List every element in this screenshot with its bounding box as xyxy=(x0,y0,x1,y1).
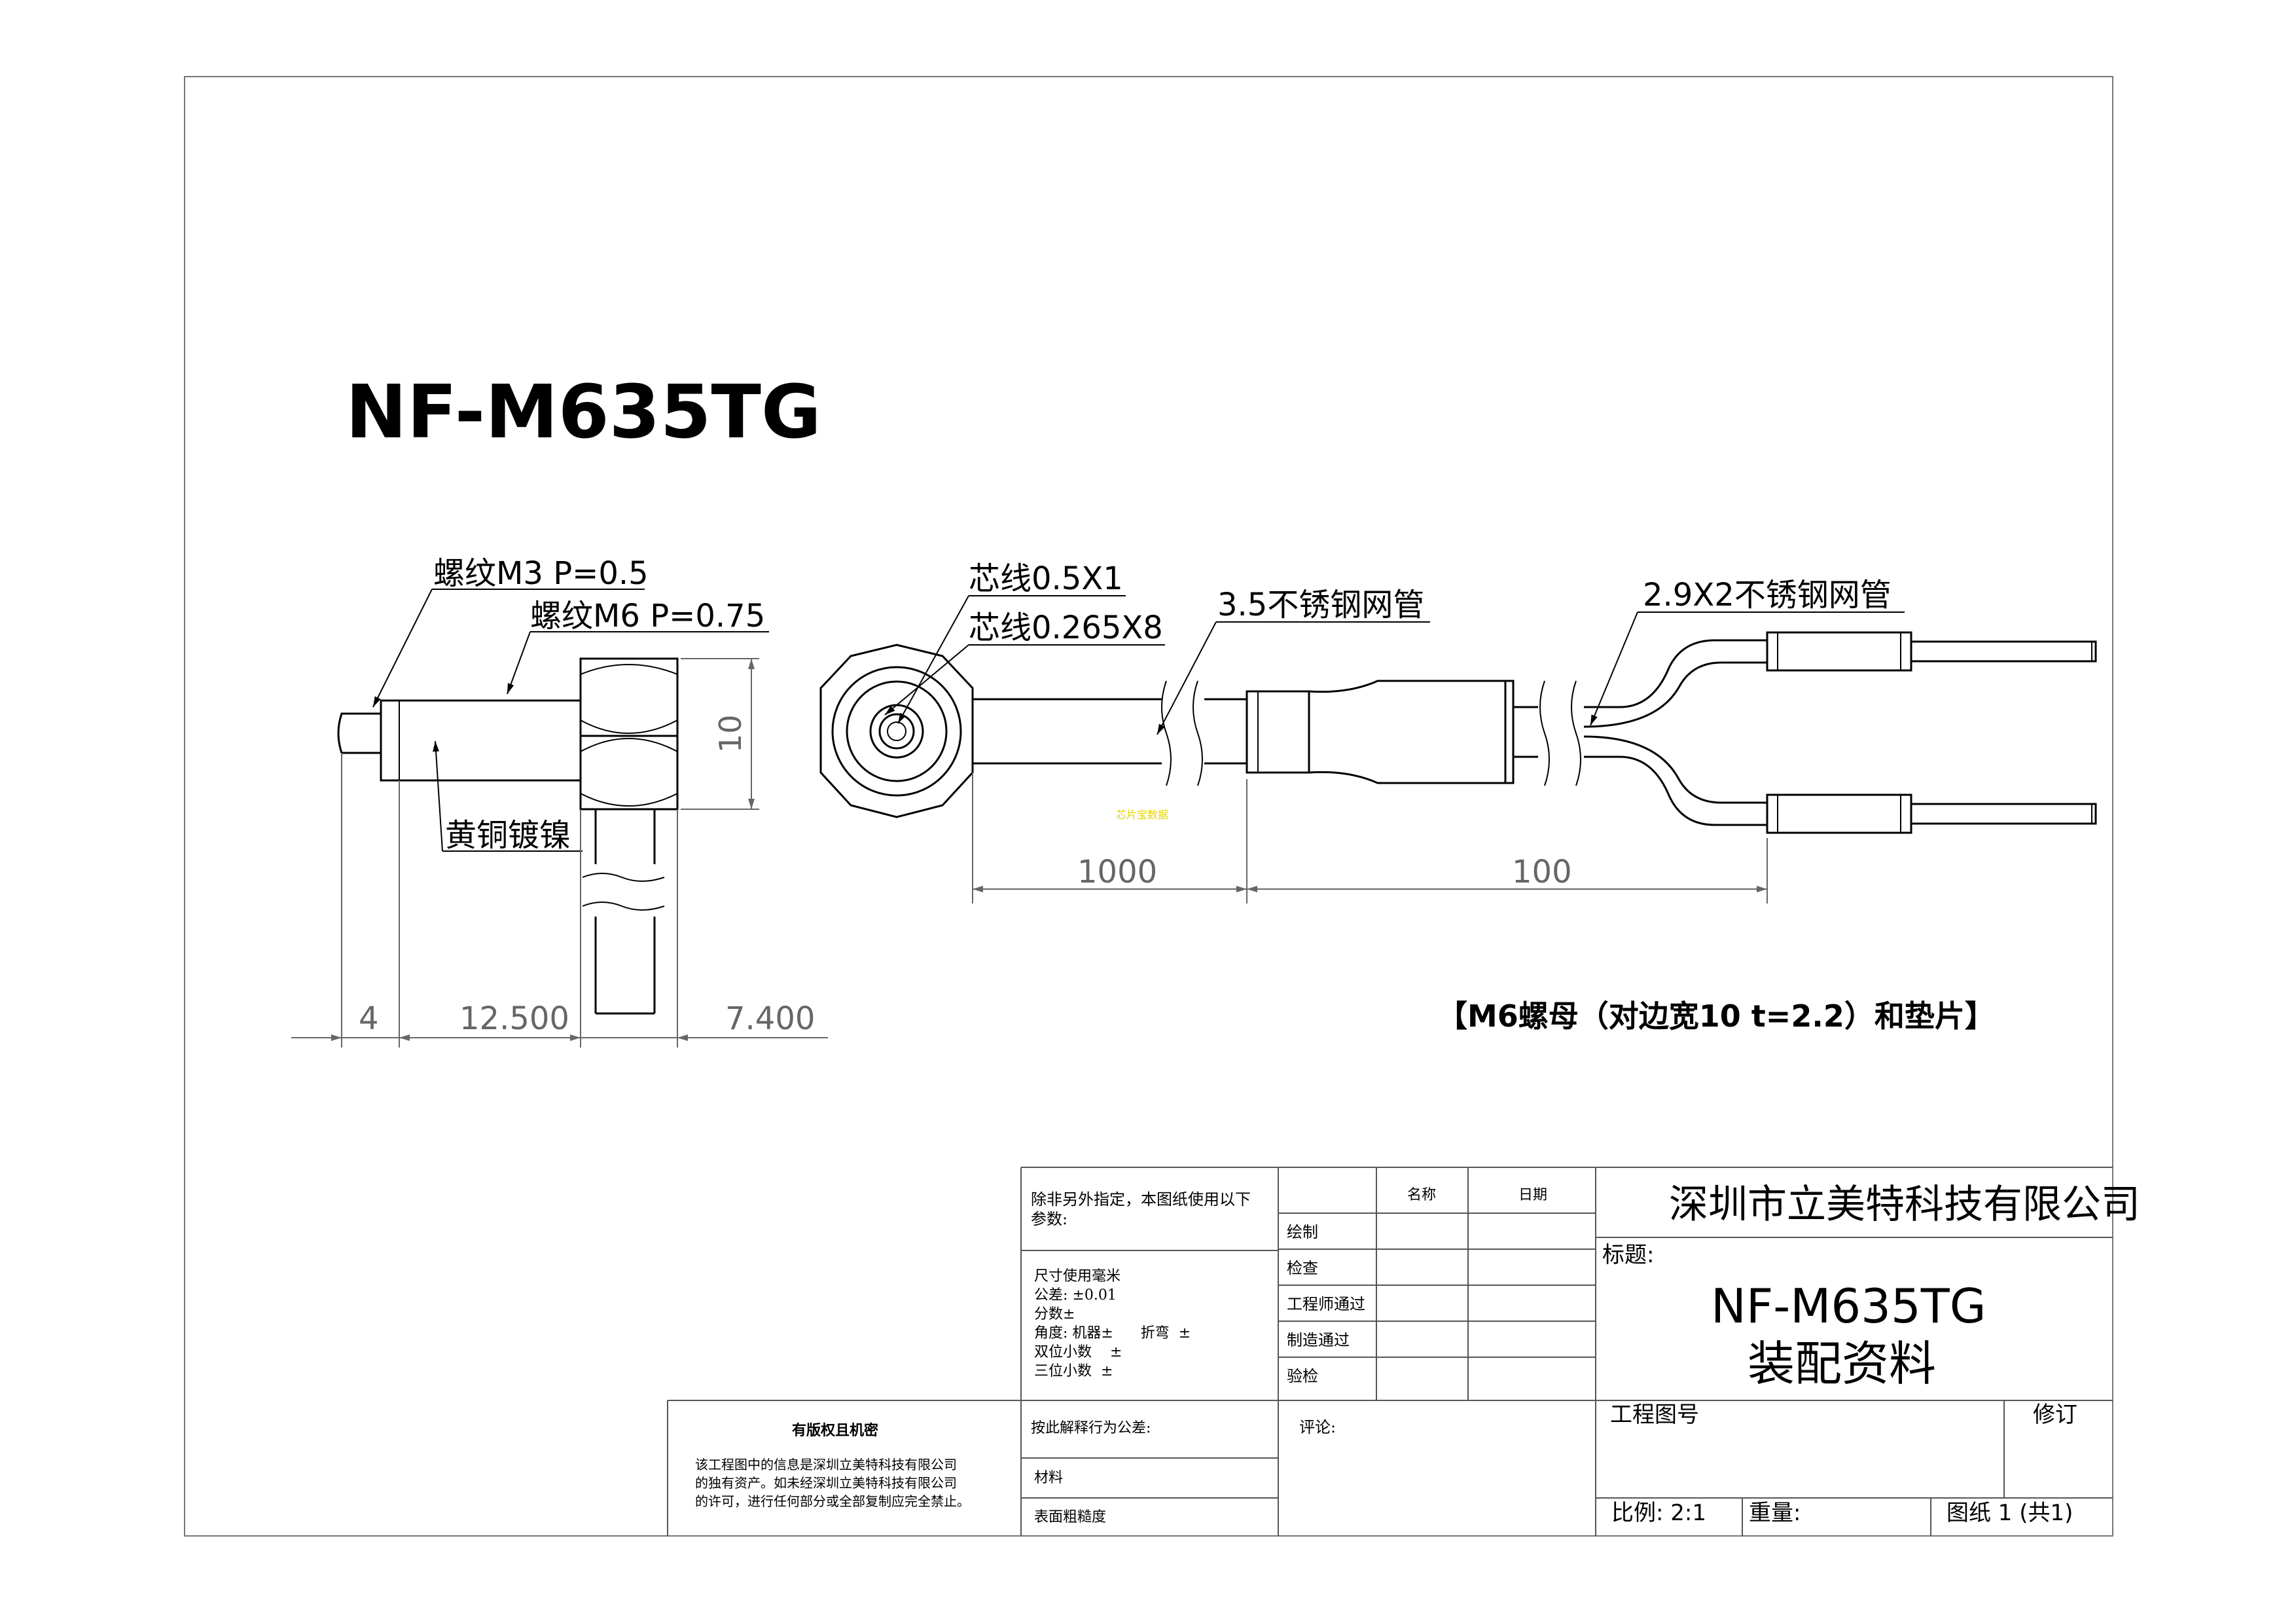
notes-body-6: 三位小数 ± xyxy=(1034,1363,1113,1379)
surface-label: 表面粗糙度 xyxy=(1034,1509,1106,1525)
notes-body-3: 分数± xyxy=(1034,1306,1075,1322)
drawing-title: NF-M635TG xyxy=(346,370,821,455)
dim-100: 100 xyxy=(1512,854,1572,890)
brass-plating-label: 黄铜镀镍 xyxy=(445,817,571,854)
front-view-leaders xyxy=(884,595,1905,735)
role-inspect: 验检 xyxy=(1287,1367,1318,1385)
revision-label: 修订 xyxy=(2033,1402,2077,1428)
comment-label: 评论: xyxy=(1299,1418,1336,1436)
dim-7400: 7.400 xyxy=(725,1000,815,1037)
sheet-label: 图纸 1 (共1) xyxy=(1946,1500,2073,1526)
notes-body-2: 公差: ±0.01 xyxy=(1034,1287,1117,1304)
company-name: 深圳市立美特科技有限公司 xyxy=(1669,1182,2140,1228)
copyright-line-2: 的独有资产。如未经深圳立美特科技有限公司 xyxy=(695,1475,957,1491)
nut-note: 【M6螺母（对边宽10 t=2.2）和垫片】 xyxy=(1437,998,1995,1034)
tube-29-label: 2.9X2不锈钢网管 xyxy=(1643,577,1892,613)
thread-m6-label: 螺纹M6 P=0.75 xyxy=(530,598,765,634)
sheet-border xyxy=(184,76,2113,1537)
notes-body-1: 尺寸使用毫米 xyxy=(1034,1268,1121,1285)
core-2-label: 芯线0.265X8 xyxy=(969,610,1163,646)
notes-head-1: 除非另外指定，本图纸使用以下 xyxy=(1031,1190,1251,1209)
notes-body-4: 角度: 机器± 折弯 ± xyxy=(1034,1325,1191,1341)
role-engineer: 工程师通过 xyxy=(1287,1295,1365,1313)
title-label: 标题: xyxy=(1602,1242,1654,1268)
copyright-line-1: 该工程图中的信息是深圳立美特科技有限公司 xyxy=(695,1457,957,1472)
dim-height: 10 xyxy=(713,714,748,753)
notes-body-5: 双位小数 ± xyxy=(1034,1344,1122,1360)
side-view xyxy=(337,657,679,1015)
part-number: NF-M635TG xyxy=(1711,1279,1986,1334)
core-1-label: 芯线0.5X1 xyxy=(969,560,1123,597)
scale-label: 比例: 2:1 xyxy=(1611,1500,1706,1526)
role-manufacture: 制造通过 xyxy=(1287,1331,1350,1349)
col-date: 日期 xyxy=(1518,1187,1547,1203)
dim-4: 4 xyxy=(359,1000,379,1037)
front-view-dimensions xyxy=(972,773,1768,903)
dim-12500: 12.500 xyxy=(459,1000,569,1037)
watermark: 芯片宝数据 xyxy=(1116,809,1168,821)
interpret-label: 按此解释行为公差: xyxy=(1031,1420,1151,1436)
side-view-dimensions xyxy=(291,658,828,1048)
role-draw: 绘制 xyxy=(1287,1223,1318,1241)
doc-type: 装配资料 xyxy=(1748,1336,1936,1391)
material-label: 材料 xyxy=(1034,1470,1063,1486)
copyright-head: 有版权且机密 xyxy=(792,1422,878,1439)
copyright-line-3: 的许可，进行任何部分或全部复制应完全禁止。 xyxy=(695,1493,970,1509)
weight-label: 重量: xyxy=(1749,1500,1801,1526)
title-block-grid xyxy=(667,1167,2113,1536)
tube-35-label: 3.5不锈钢网管 xyxy=(1217,587,1424,623)
drawing-number-label: 工程图号 xyxy=(1610,1402,1699,1428)
notes-head-2: 参数: xyxy=(1031,1210,1067,1228)
col-name: 名称 xyxy=(1407,1187,1436,1203)
side-view-leaders xyxy=(372,589,769,852)
dim-1000: 1000 xyxy=(1077,854,1157,890)
thread-m3-label: 螺纹M3 P=0.5 xyxy=(433,555,649,592)
role-check: 检查 xyxy=(1287,1259,1318,1277)
front-view xyxy=(819,631,2097,834)
